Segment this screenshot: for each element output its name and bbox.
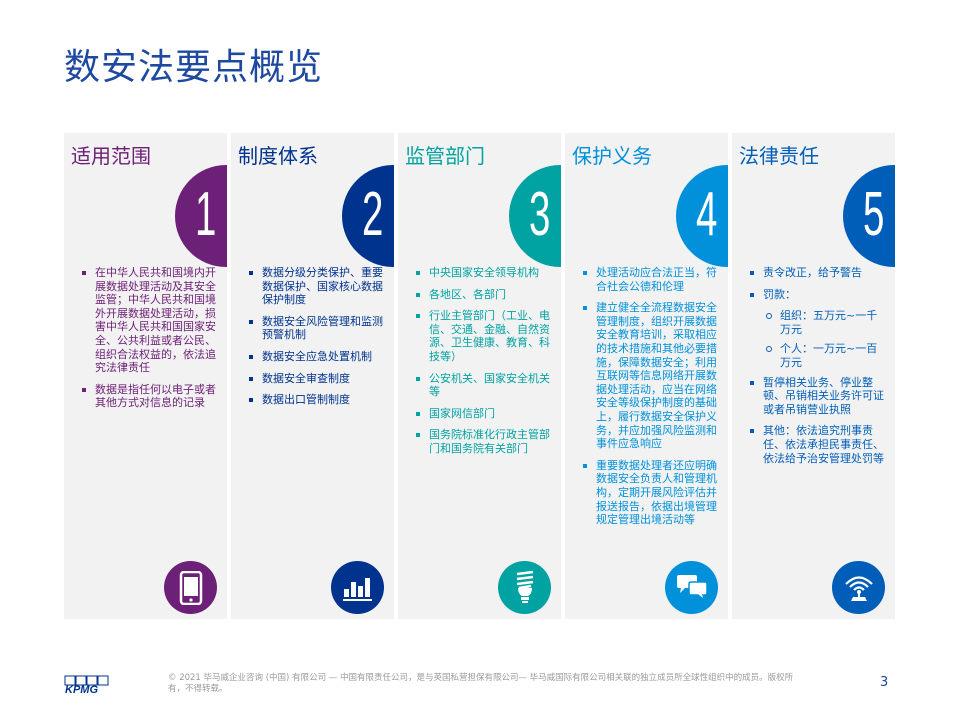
bullet-list: 责令改正，给予警告 罚款： 组织：五万元~一千万元 个人：一万元~一百万元 暂停… xyxy=(732,266,895,473)
card-number: 4 xyxy=(696,180,718,249)
card-title: 法律责任 xyxy=(739,144,819,168)
bullet-list: 处理活动应合法正当，符合社会公德和伦理 建立健全全流程数据安全管理制度，组织开展… xyxy=(565,266,728,535)
number-badge: 1 xyxy=(175,165,227,267)
number-badge: 4 xyxy=(676,165,728,267)
kpmg-logo: KPMG xyxy=(64,675,110,696)
card-title: 监管部门 xyxy=(405,144,485,168)
list-item: 重要数据处理者还应明确数据安全负责人和管理机构，定期开展风险评估并报送报告，依据… xyxy=(583,459,718,527)
card-scope: 适用范围 1 在中华人民共和国境内开展数据处理活动及其安全监管；中华人民共和国境… xyxy=(64,133,227,619)
card-title: 保护义务 xyxy=(572,144,652,168)
list-item: 数据安全风险管理和监测预警机制 xyxy=(249,315,384,342)
wireless-signal-icon xyxy=(832,561,885,614)
light-bulb-icon xyxy=(498,561,551,614)
card-number: 5 xyxy=(863,180,885,249)
copyright-text: © 2021 毕马威企业咨询 (中国) 有限公司 — 中国有限责任公司，是与英国… xyxy=(168,673,794,694)
sub-list-item: 组织：五万元~一千万元 xyxy=(750,309,885,336)
card-title: 制度体系 xyxy=(238,144,318,168)
list-item: 数据是指任何以电子或者其他方式对信息的记录 xyxy=(82,383,217,410)
number-badge: 3 xyxy=(509,165,561,267)
bar-chart-icon xyxy=(331,561,384,614)
list-item: 数据安全应急处置机制 xyxy=(249,350,384,364)
list-item: 国务院标准化行政主管部门和国务院有关部门 xyxy=(416,428,551,455)
card-obligations: 保护义务 4 处理活动应合法正当，符合社会公德和伦理 建立健全全流程数据安全管理… xyxy=(565,133,728,619)
page-title: 数安法要点概览 xyxy=(64,47,324,88)
list-item: 建立健全全流程数据安全管理制度，组织开展数据安全教育培训，采取相应的技术措施和其… xyxy=(583,301,718,451)
list-item: 在中华人民共和国境内开展数据处理活动及其安全监管；中华人民共和国境外开展数据处理… xyxy=(82,266,217,375)
list-item: 暂停相关业务、停业整顿、吊销相关业务许可证或者吊销营业执照 xyxy=(750,376,885,417)
list-item: 数据分级分类保护、重要数据保护、国家核心数据保护制度 xyxy=(249,266,384,307)
page-number: 3 xyxy=(880,675,889,690)
bullet-list: 在中华人民共和国境内开展数据处理活动及其安全监管；中华人民共和国境外开展数据处理… xyxy=(64,266,227,418)
bullet-list: 数据分级分类保护、重要数据保护、国家核心数据保护制度 数据安全风险管理和监测预警… xyxy=(231,266,394,415)
bullet-list: 中央国家安全领导机构 各地区、各部门 行业主管部门（工业、电信、交通、金融、自然… xyxy=(398,266,561,464)
card-regulators: 监管部门 3 中央国家安全领导机构 各地区、各部门 行业主管部门（工业、电信、交… xyxy=(398,133,561,619)
list-item: 各地区、各部门 xyxy=(416,288,551,302)
card-number: 2 xyxy=(362,180,384,249)
list-item: 责令改正，给予警告 xyxy=(750,266,885,280)
card-title: 适用范围 xyxy=(71,144,151,168)
sub-list-item: 个人：一万元~一百万元 xyxy=(750,342,885,369)
list-item: 处理活动应合法正当，符合社会公德和伦理 xyxy=(583,266,718,293)
list-item: 罚款： xyxy=(750,288,885,302)
summary-cards: 适用范围 1 在中华人民共和国境内开展数据处理活动及其安全监管；中华人民共和国境… xyxy=(64,133,895,619)
card-number: 1 xyxy=(195,180,217,249)
list-item: 数据安全审查制度 xyxy=(249,372,384,386)
list-item: 其他：依法追究刑事责任、依法承担民事责任、依法给予治安管理处罚等 xyxy=(750,424,885,465)
list-item: 公安机关、国家安全机关等 xyxy=(416,372,551,399)
card-liabilities: 法律责任 5 责令改正，给予警告 罚款： 组织：五万元~一千万元 个人：一万元~… xyxy=(732,133,895,619)
card-number: 3 xyxy=(529,180,551,249)
list-item: 数据出口管制制度 xyxy=(249,393,384,407)
list-item: 行业主管部门（工业、电信、交通、金融、自然资源、卫生健康、教育、科技等） xyxy=(416,309,551,363)
list-item: 中央国家安全领导机构 xyxy=(416,266,551,280)
list-item: 国家网信部门 xyxy=(416,407,551,421)
card-framework: 制度体系 2 数据分级分类保护、重要数据保护、国家核心数据保护制度 数据安全风险… xyxy=(231,133,394,619)
number-badge: 5 xyxy=(843,165,895,267)
chat-bubbles-icon xyxy=(665,561,718,614)
mobile-phone-icon xyxy=(164,561,217,614)
number-badge: 2 xyxy=(342,165,394,267)
logo-text: KPMG xyxy=(65,684,98,695)
